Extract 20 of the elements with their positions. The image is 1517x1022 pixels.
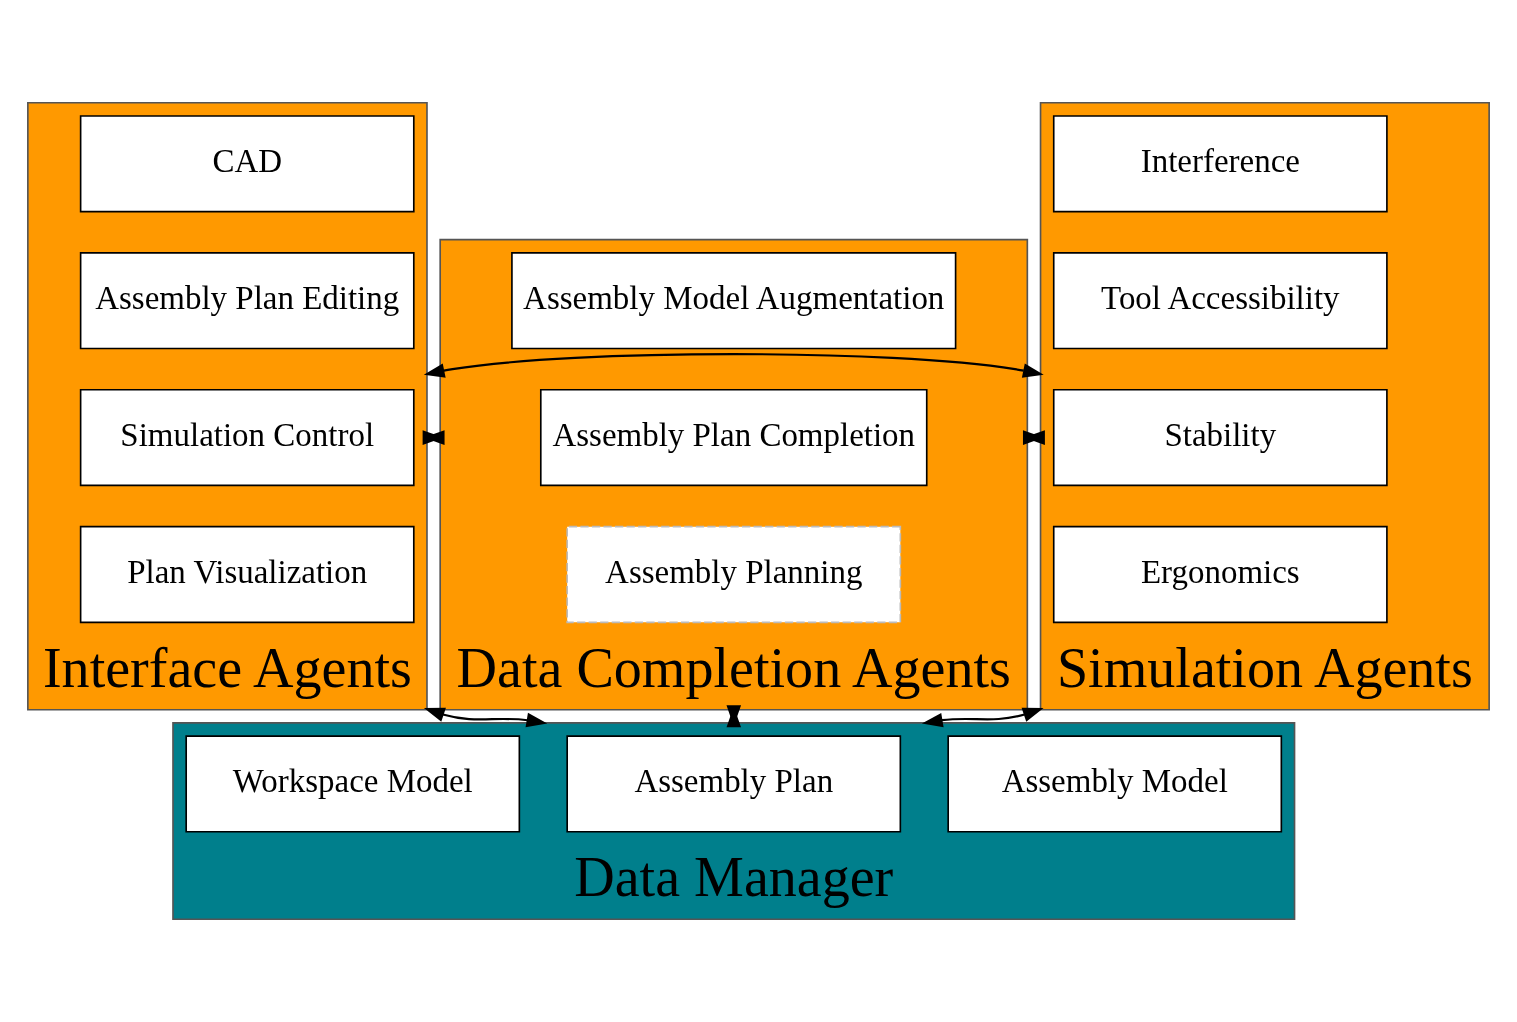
node-box: Stability bbox=[1052, 388, 1388, 487]
node-box: Simulation Control bbox=[79, 388, 415, 487]
arrow bbox=[1022, 430, 1045, 445]
arrow bbox=[726, 705, 742, 728]
node-box: Tool Accessibility bbox=[1052, 252, 1388, 350]
node-box: Plan Visualization bbox=[79, 525, 415, 624]
node-box: CAD bbox=[79, 115, 415, 213]
node-box: Assembly Planning bbox=[566, 525, 902, 624]
node-box: Ergonomics bbox=[1052, 525, 1388, 624]
node-box: Assembly Plan bbox=[566, 735, 902, 833]
arrow bbox=[422, 430, 445, 445]
node-box: Assembly Model bbox=[947, 735, 1283, 833]
node-box: Workspace Model bbox=[185, 735, 521, 833]
arrow bbox=[921, 707, 1044, 728]
node-box: Assembly Model Augmentation bbox=[511, 252, 957, 350]
arrow bbox=[423, 707, 548, 728]
node-box: Assembly Plan Editing bbox=[79, 252, 415, 350]
node-box: Assembly Plan Completion bbox=[539, 388, 928, 487]
node-box: Interference bbox=[1052, 115, 1388, 213]
arrow bbox=[423, 353, 1044, 378]
